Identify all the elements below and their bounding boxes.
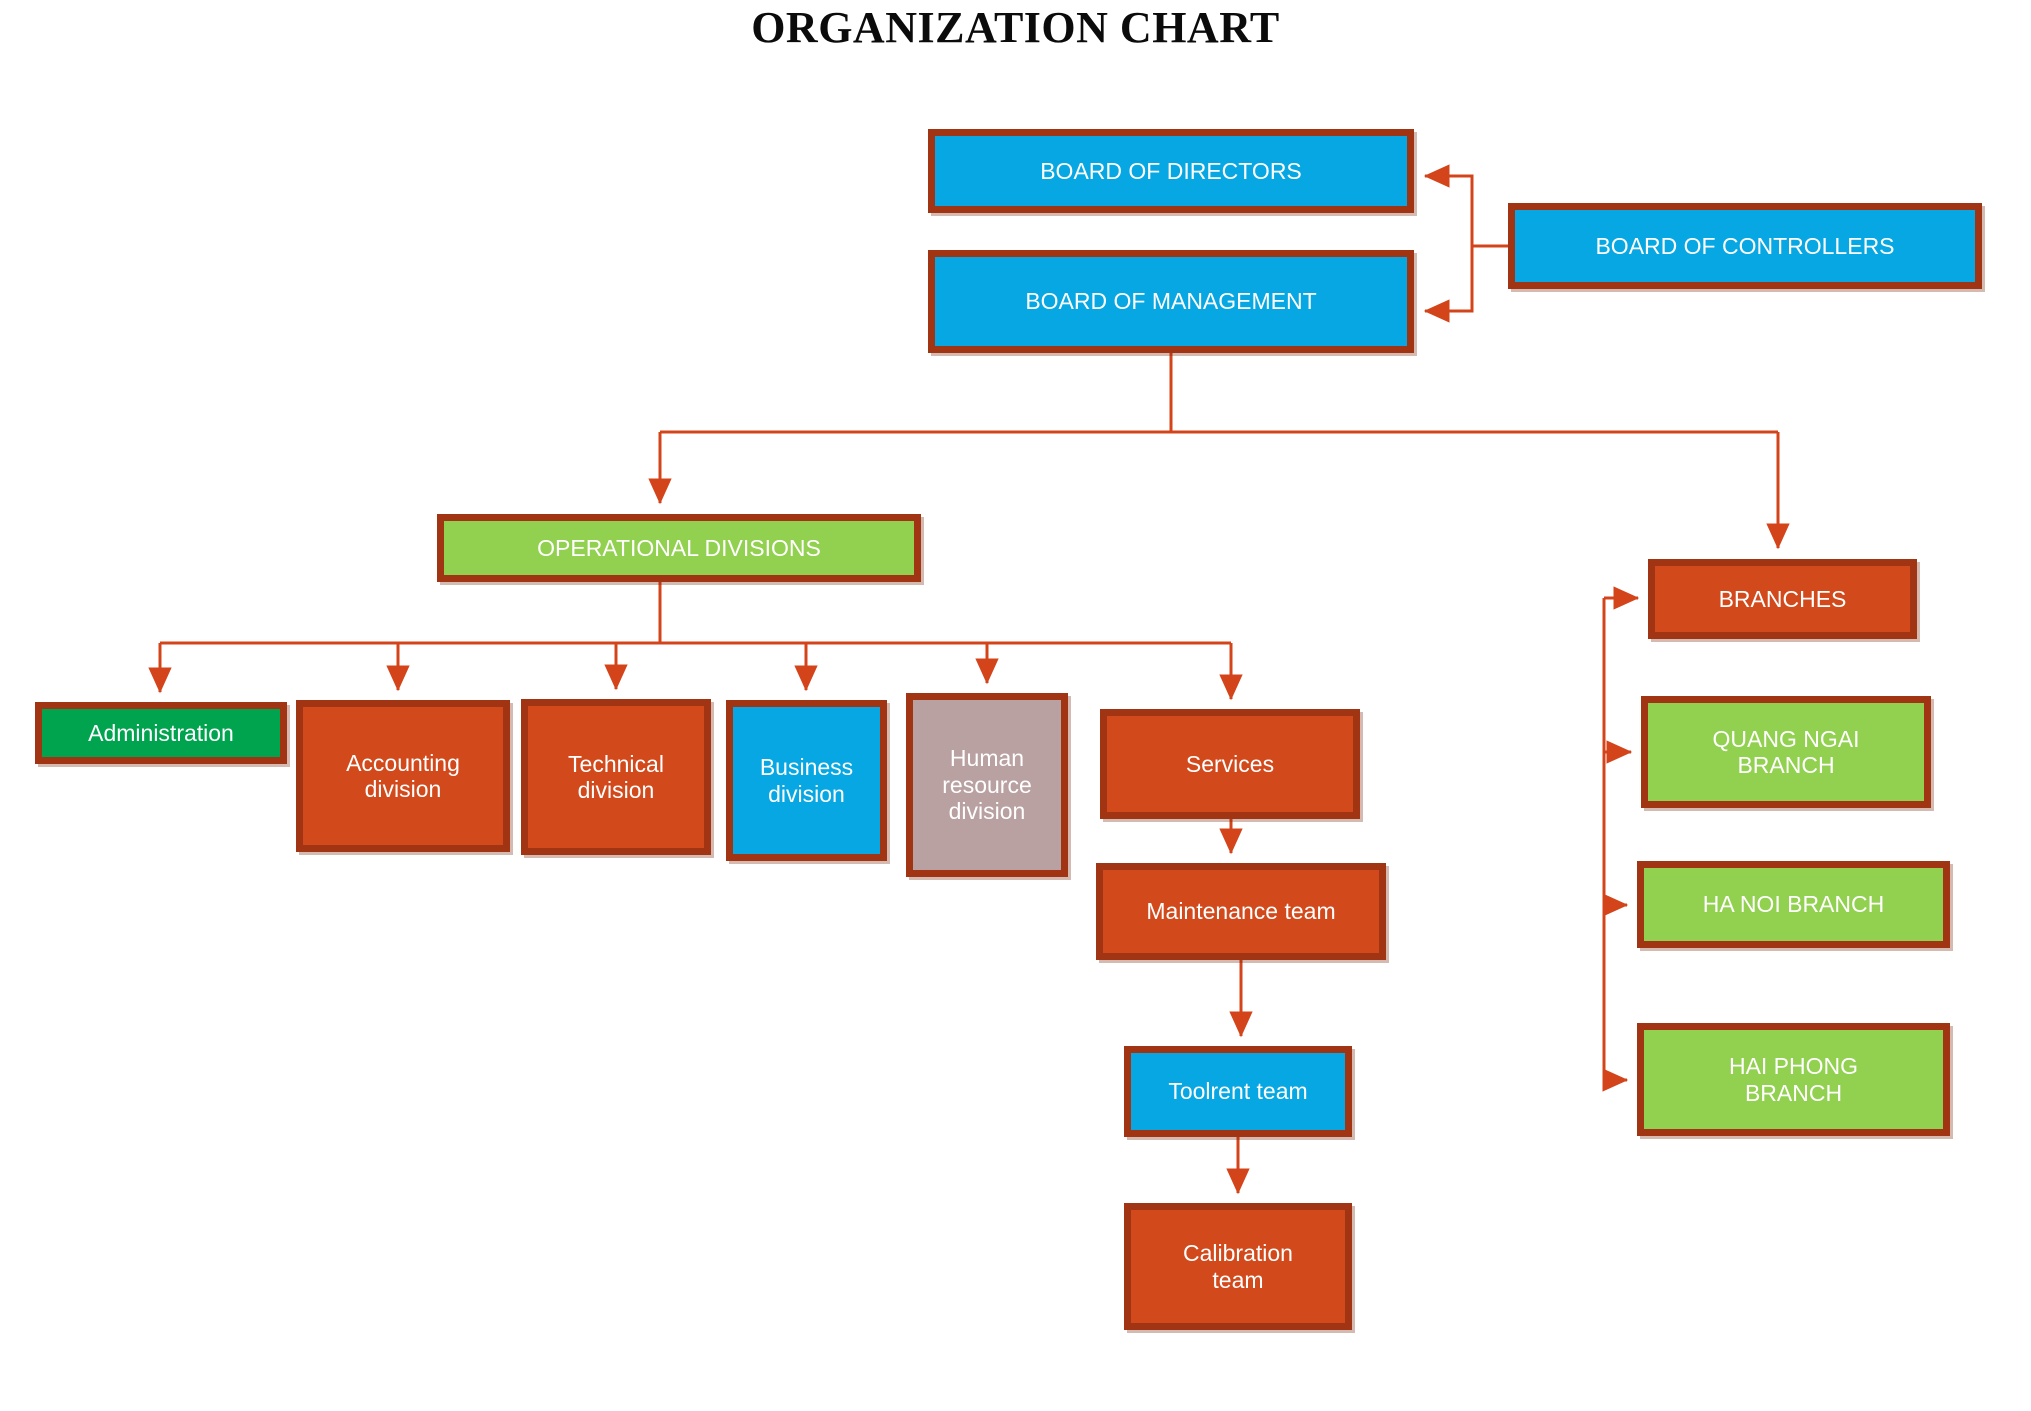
- node-label-human-resource-division: Human resource division: [942, 745, 1032, 825]
- node-branches[interactable]: BRANCHES: [1648, 559, 1917, 639]
- node-maintenance-team[interactable]: Maintenance team: [1096, 863, 1386, 960]
- node-business-division[interactable]: Business division: [726, 700, 887, 861]
- node-label-branches: BRANCHES: [1718, 585, 1847, 612]
- node-label-board-of-directors: BOARD OF DIRECTORS: [1040, 157, 1302, 184]
- wire-controllers-to-directors: [1423, 164, 1508, 248]
- wire-controllers-to-management: [1423, 244, 1508, 323]
- node-accounting-division[interactable]: Accounting division: [296, 700, 510, 852]
- node-label-board-of-management: BOARD OF MANAGEMENT: [1025, 288, 1317, 315]
- node-ha-noi-branch[interactable]: HA NOI BRANCH: [1637, 861, 1950, 948]
- node-services[interactable]: Services: [1100, 709, 1360, 819]
- page-title: ORGANIZATION CHART: [751, 3, 1280, 52]
- node-label-operational-divisions: OPERATIONAL DIVISIONS: [537, 534, 821, 561]
- node-technical-division[interactable]: Technical division: [521, 699, 711, 855]
- node-label-hai-phong-branch: HAI PHONG BRANCH: [1728, 1053, 1859, 1106]
- node-board-of-controllers[interactable]: BOARD OF CONTROLLERS: [1508, 203, 1982, 289]
- node-label-ha-noi-branch: HA NOI BRANCH: [1702, 891, 1885, 918]
- node-label-accounting-division: Accounting division: [346, 749, 460, 802]
- node-hai-phong-branch[interactable]: HAI PHONG BRANCH: [1637, 1023, 1950, 1136]
- node-label-maintenance-team: Maintenance team: [1146, 898, 1336, 925]
- node-label-toolrent-team: Toolrent team: [1168, 1078, 1308, 1105]
- node-toolrent-team[interactable]: Toolrent team: [1124, 1046, 1352, 1137]
- node-label-business-division: Business division: [759, 754, 854, 807]
- node-label-services: Services: [1185, 750, 1275, 777]
- node-quang-ngai-branch[interactable]: QUANG NGAI BRANCH: [1641, 696, 1931, 808]
- node-label-board-of-controllers: BOARD OF CONTROLLERS: [1595, 232, 1895, 259]
- node-board-of-management[interactable]: BOARD OF MANAGEMENT: [928, 250, 1414, 353]
- node-label-quang-ngai-branch: QUANG NGAI BRANCH: [1712, 725, 1860, 778]
- node-calibration-team[interactable]: Calibration team: [1124, 1203, 1352, 1330]
- node-label-calibration-team: Calibration team: [1183, 1240, 1293, 1293]
- node-operational-divisions[interactable]: OPERATIONAL DIVISIONS: [437, 514, 921, 582]
- node-label-administration: Administration: [88, 719, 234, 746]
- node-human-resource-division[interactable]: Human resource division: [906, 693, 1068, 877]
- node-administration[interactable]: Administration: [35, 702, 287, 764]
- node-label-technical-division: Technical division: [568, 750, 664, 803]
- node-board-of-directors[interactable]: BOARD OF DIRECTORS: [928, 129, 1414, 213]
